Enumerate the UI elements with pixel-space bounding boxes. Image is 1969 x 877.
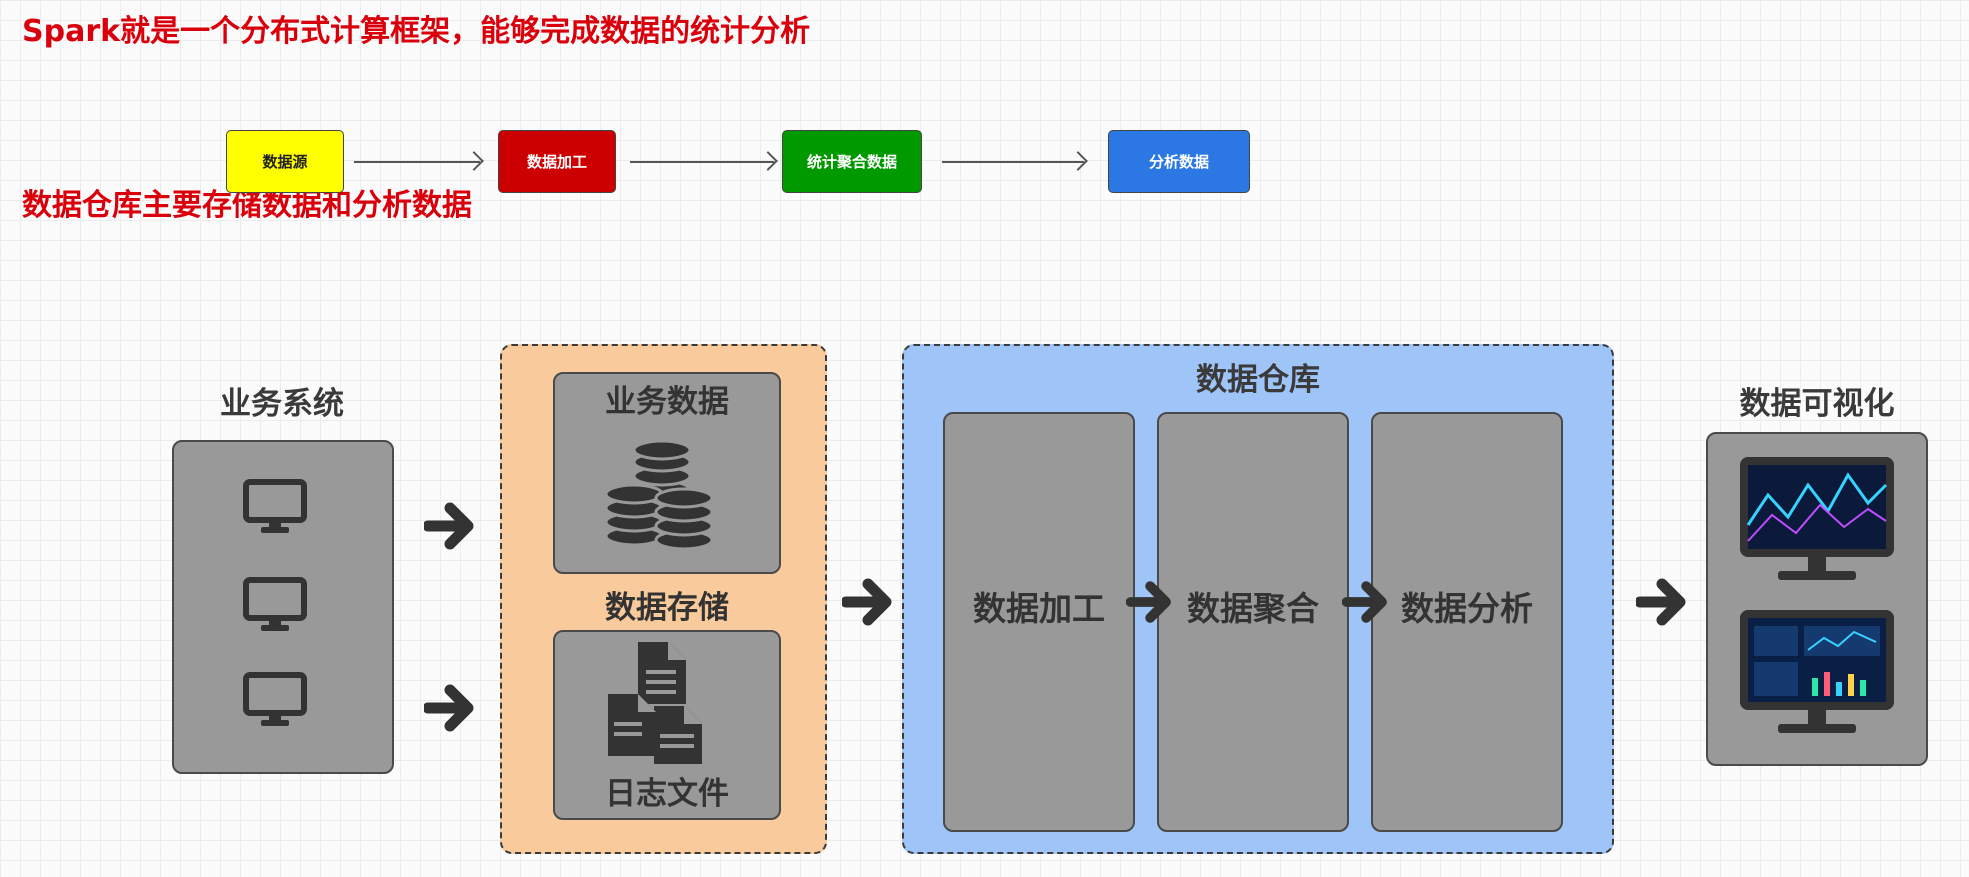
top-title: Spark就是一个分布式计算框架，能够完成数据的统计分析 <box>22 14 811 49</box>
database-coins-icon <box>604 440 714 552</box>
desktop-icon <box>243 577 307 633</box>
flow-arrow-1 <box>354 161 480 163</box>
log-files-label: 日志文件 <box>605 776 729 812</box>
visualization-title: 数据可视化 <box>1739 386 1895 422</box>
desktop-icon <box>243 672 307 728</box>
desktop-icon <box>243 479 307 535</box>
data-storage-label: 数据存储 <box>605 590 729 626</box>
data-warehouse-title: 数据仓库 <box>1196 362 1320 398</box>
stage-processing-label: 数据加工 <box>973 589 1105 628</box>
stage-analysis-box <box>1371 412 1563 832</box>
flow-arrow-3 <box>942 161 1084 163</box>
business-system-panel <box>172 440 394 774</box>
stage-aggregation-label: 数据聚合 <box>1187 589 1319 628</box>
arrow-right-icon <box>1126 579 1176 625</box>
documents-icon <box>600 638 710 766</box>
business-data-label: 业务数据 <box>605 384 729 420</box>
dashboard-monitor-icon <box>1738 455 1896 583</box>
flow-step-analysis: 分析数据 <box>1108 130 1250 193</box>
dashboard-monitor-icon <box>1738 608 1896 736</box>
stage-aggregation-box <box>1157 412 1349 832</box>
arrow-right-icon <box>424 682 478 734</box>
stage-processing-box <box>943 412 1135 832</box>
section-title: 数据仓库主要存储数据和分析数据 <box>22 188 472 223</box>
arrow-right-icon <box>1636 576 1690 628</box>
flow-step-processing: 数据加工 <box>498 130 616 193</box>
flow-step-data-source: 数据源 <box>226 130 344 193</box>
arrow-right-icon <box>424 500 478 552</box>
flow-step-aggregation: 统计聚合数据 <box>782 130 922 193</box>
business-system-title: 业务系统 <box>220 386 344 422</box>
flow-arrow-2 <box>630 161 774 163</box>
stage-analysis-label: 数据分析 <box>1401 589 1533 628</box>
arrow-right-icon <box>842 576 896 628</box>
arrow-right-icon <box>1342 579 1392 625</box>
